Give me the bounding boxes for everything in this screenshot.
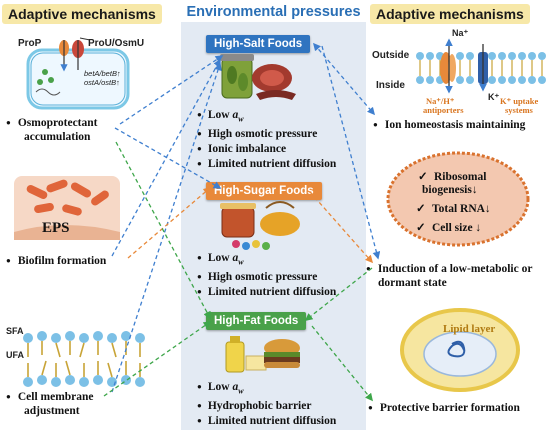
- beta-gene-label: betA/betB↑: [84, 69, 121, 78]
- dormant-label-2: dormant state: [378, 277, 447, 289]
- arrow-fat-barrier: [311, 325, 373, 402]
- sugar-pressures: Low aw High osmotic pressure Limited nut…: [197, 251, 336, 300]
- arrow-salt-dormant: [321, 45, 381, 260]
- arrow-membrane-fat: [103, 321, 212, 397]
- arrow-osmo-salt: [119, 55, 224, 125]
- lipid-layer-label: Lipid layer: [443, 323, 495, 335]
- sugar-pressure-item: High osmotic pressure: [197, 270, 336, 285]
- arrow-biofilm-sugar: [127, 186, 212, 259]
- inside-label: Inside: [376, 80, 405, 91]
- salt-pressure-item: Ionic imbalance: [197, 142, 336, 157]
- sfa-label: SFA: [6, 326, 24, 336]
- sugar-low-aw: Low aw: [197, 251, 336, 270]
- sugar-pressure-item: Limited nutrient diffusion: [197, 285, 336, 300]
- salt-pressure-item: Limited nutrient diffusion: [197, 157, 336, 172]
- salt-food-illustration: [220, 54, 296, 100]
- arrow-membrane-salt: [111, 62, 222, 393]
- dormant-cell-illustration: [386, 151, 530, 247]
- outside-label: Outside: [372, 50, 410, 61]
- arrow-biofilm-salt: [111, 58, 221, 257]
- biofilm-label: Biofilm formation: [6, 254, 106, 269]
- ion-membrane-illustration: [416, 38, 546, 94]
- prou-label: ProU/OsmU: [88, 38, 144, 49]
- fat-food-illustration: [225, 336, 300, 373]
- dormant-item-cellsize: Cell size ↓: [432, 222, 481, 234]
- connector-arrows: [103, 42, 381, 402]
- barrier-label: Protective barrier formation: [368, 401, 520, 416]
- arrow-osmo-sugar: [114, 127, 222, 189]
- salt-low-aw: Low aw: [197, 108, 336, 127]
- dormant-label-1: Induction of a low-metabolic or: [366, 262, 533, 277]
- membrane-label-1: Cell membrane: [6, 390, 94, 405]
- dormant-check-1: ✓: [418, 171, 428, 183]
- k-uptake-label-2: systems: [505, 105, 534, 115]
- biofilm-illustration: [14, 176, 120, 240]
- salt-pressure-item: High osmotic pressure: [197, 127, 336, 142]
- antiporter-label-2: antiporters: [423, 105, 464, 115]
- fat-pressures: Low aw Hydrophobic barrier Limited nutri…: [197, 380, 336, 429]
- dormant-item-ribosomal: Ribosomal: [434, 171, 486, 183]
- dormant-item-rna: Total RNA↓: [432, 203, 491, 215]
- osmo-label-1: Osmoprotectant: [6, 116, 98, 131]
- membrane-label-2: adjustment: [24, 405, 80, 417]
- lipid-cell-illustration: [400, 308, 520, 392]
- osmo-label-2: accumulation: [24, 131, 91, 143]
- arrow-sugar-dormant: [309, 191, 374, 264]
- ufa-label: UFA: [6, 350, 25, 360]
- membrane-illustration: [23, 331, 145, 387]
- high-salt-tag: High-Salt Foods: [206, 35, 311, 53]
- fat-low-aw: Low aw: [197, 380, 336, 399]
- right-header: Adaptive mechanisms: [370, 4, 530, 24]
- dormant-item-biogenesis: biogenesis↓: [422, 184, 478, 196]
- salt-pressures: Low aw High osmotic pressure Ionic imbal…: [197, 108, 336, 172]
- arrow-dormant-fat: [304, 267, 373, 321]
- sugar-food-illustration: [220, 201, 300, 250]
- fat-pressure-item: Limited nutrient diffusion: [197, 414, 336, 429]
- osmo-cell-illustration: [26, 37, 130, 110]
- left-header: Adaptive mechanisms: [2, 4, 162, 24]
- dormant-check-3: ✓: [416, 222, 426, 234]
- prop-label: ProP: [18, 38, 42, 49]
- k-uptake-label-1: K⁺ uptake: [500, 96, 538, 106]
- k-ion-label: K⁺: [488, 92, 499, 102]
- dormant-check-2: ✓: [416, 203, 426, 215]
- arrow-osmo-fat: [115, 141, 211, 320]
- antiporter-label-1: Na⁺/H⁺: [426, 96, 455, 106]
- arrow-salt-ion: [312, 42, 376, 116]
- fat-pressure-item: Hydrophobic barrier: [197, 399, 336, 414]
- osta-gene-label: ostA/ostB↑: [84, 78, 120, 87]
- center-title: Environmental pressures: [186, 4, 361, 20]
- high-sugar-tag: High-Sugar Foods: [206, 182, 322, 200]
- na-ion-label: Na⁺: [452, 28, 469, 38]
- high-fat-tag: High-Fat Foods: [206, 312, 307, 330]
- eps-label: EPS: [42, 220, 70, 236]
- ion-label: Ion homeostasis maintaining: [373, 118, 526, 133]
